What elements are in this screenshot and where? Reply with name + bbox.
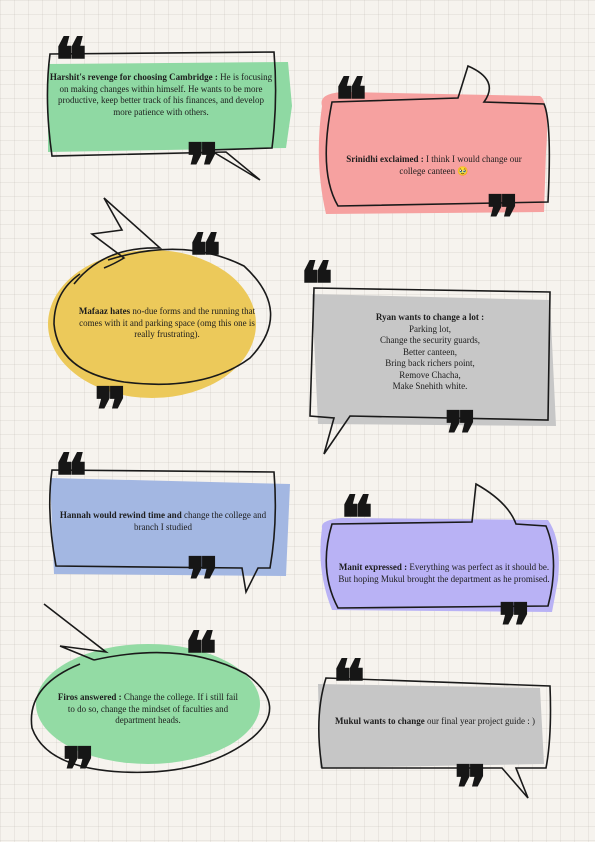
bubble-text: Mafaaz hates no-due forms and the runnin…	[74, 306, 260, 341]
speech-bubble-shape	[48, 197, 272, 398]
message: no-due forms and the running that comes …	[79, 306, 256, 339]
speech-bubble-shape	[320, 482, 559, 612]
list-item: Parking lot,	[409, 323, 451, 334]
list-item: Better canteen,	[403, 346, 457, 357]
message: I think I would change our college cante…	[399, 154, 522, 176]
speaker-label: Srinidhi exclaimed :	[346, 154, 424, 164]
open-quote-icon: ❝	[184, 618, 217, 691]
bubble-srinidhi: ❝ ❞ Srinidhi exclaimed : I think I would…	[308, 62, 558, 250]
speaker-label: Mafaaz hates	[78, 306, 131, 316]
bubble-text: Hannah would rewind time and change the …	[54, 510, 272, 533]
close-quote-icon: ❞	[486, 182, 519, 255]
bubble-firos: ❝ ❞ Firos answered : Change the college.…	[24, 600, 294, 807]
open-quote-icon: ❝	[334, 64, 367, 137]
message: our final year project guide : )	[427, 716, 535, 726]
list-item: Change the security guards,	[380, 335, 480, 345]
bubble-mafaaz: ❝ ❞ Mafaaz hates no-due forms and the ru…	[44, 188, 284, 442]
open-quote-icon: ❝	[300, 248, 333, 321]
bubble-text: Ryan wants to change a lot : Parking lot…	[316, 312, 544, 393]
speaker-label: Mukul wants to change	[335, 716, 425, 726]
list-item: Make Snehith white.	[392, 381, 468, 391]
message: change the college and branch I studied	[134, 510, 267, 532]
speaker-label: Hannah would rewind time and	[59, 510, 182, 520]
speech-bubble-shape	[309, 287, 556, 455]
speech-bubble-shape	[318, 677, 552, 799]
speaker-label: Ryan wants to change a lot :	[375, 312, 485, 322]
speech-bubble-shape	[30, 603, 271, 774]
close-quote-icon: ❞	[62, 734, 95, 807]
bubble-harshit: ❝ ❞ Harshit's revenge for choosing Cambr…	[40, 30, 300, 198]
speech-bubble-shape	[48, 469, 290, 595]
list-item: Bring back richers point,	[385, 358, 475, 368]
close-quote-icon: ❞	[454, 752, 487, 825]
speech-bubble-shape	[46, 51, 292, 181]
bubble-text: Firos answered : Change the college. If …	[54, 692, 242, 727]
bubble-text: Manit expressed : Everything was perfect…	[334, 562, 554, 585]
close-quote-icon: ❞	[498, 590, 531, 663]
list-item: Remove Chacha,	[399, 369, 461, 380]
bubble-hannah: ❝ ❞ Hannah would rewind time and change …	[40, 446, 294, 612]
open-quote-icon: ❝	[188, 220, 221, 293]
bubble-text: Srinidhi exclaimed : I think I would cha…	[334, 154, 534, 177]
bubble-text: Mukul wants to change our final year pro…	[330, 716, 540, 728]
open-quote-icon: ❝	[332, 646, 365, 719]
close-quote-icon: ❞	[94, 374, 127, 447]
bubble-ryan: ❝ ❞ Ryan wants to change a lot : Parking…	[298, 254, 562, 466]
close-quote-icon: ❞	[444, 398, 477, 471]
bubble-manit: ❝ ❞ Manit expressed : Everything was per…	[312, 480, 570, 658]
speaker-label: Manit expressed :	[338, 562, 408, 572]
speech-bubble-shape	[318, 64, 551, 214]
open-quote-icon: ❝	[340, 482, 373, 555]
speaker-label: Harshit's revenge for choosing Cambridge…	[49, 72, 218, 82]
message: Change the college. If i still fail to d…	[67, 692, 239, 725]
message: He is focusing on making changes within …	[58, 72, 273, 117]
open-quote-icon: ❝	[54, 440, 87, 513]
bubble-text: Harshit's revenge for choosing Cambridge…	[48, 72, 274, 118]
message: Everything was perfect as it should be. …	[338, 562, 550, 584]
bubble-mukul: ❝ ❞ Mukul wants to change our final year…	[308, 652, 564, 820]
speaker-label: Firos answered :	[57, 692, 122, 702]
